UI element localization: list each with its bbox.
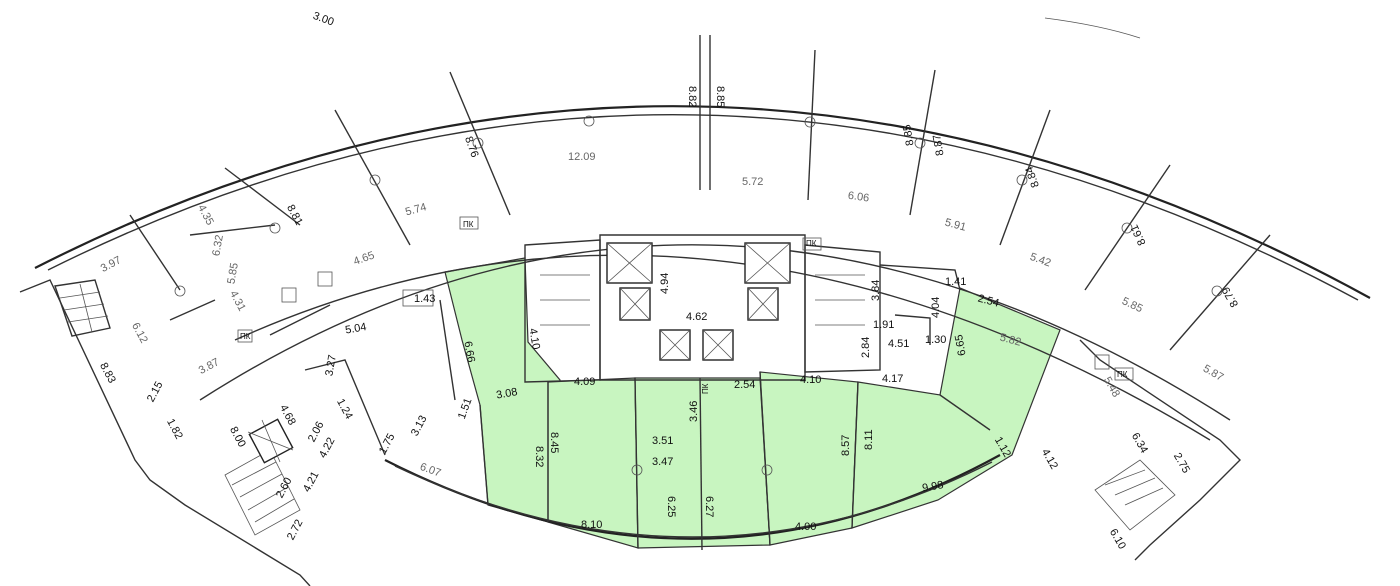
- pk-mark-2: ПК: [806, 239, 817, 248]
- dim-label: 8.85: [714, 86, 726, 107]
- dim-label: 2.54: [977, 293, 1001, 310]
- dim-label: 3.87: [197, 356, 222, 377]
- pk-mark-4: ПК: [1117, 370, 1128, 379]
- inner-partitions: [269, 264, 991, 551]
- left-wing-stair-box: [54, 279, 111, 337]
- dim-label: 2.72: [285, 518, 306, 543]
- dim-label: 6.27: [703, 496, 715, 517]
- outer-wall-arc-inner: [47, 113, 1359, 301]
- dim-label: 8.82: [686, 86, 698, 107]
- shafts: [237, 216, 1134, 381]
- dim-label: 3.84: [870, 280, 882, 301]
- dim-label: 1.51: [456, 397, 475, 421]
- dim-label: 4.21: [301, 470, 322, 495]
- outer-partitions: [129, 35, 1271, 351]
- dim-label: 5.85: [225, 262, 241, 285]
- right-wing-outline: [1079, 339, 1241, 561]
- dim-label: 5.91: [944, 217, 968, 234]
- dim-label: 5.85: [1120, 295, 1144, 315]
- dim-label: 1.91: [873, 319, 894, 331]
- dim-label: 4.62: [686, 311, 707, 323]
- columns: [174, 115, 1223, 476]
- dim-label: 1.41: [945, 276, 966, 288]
- dim-label: 6.06: [847, 190, 870, 205]
- core: [524, 234, 881, 383]
- dim-label: 9.98: [921, 479, 944, 495]
- dim-label: 4.10: [526, 327, 542, 350]
- dim-label: 3.51: [652, 435, 673, 447]
- dim-label: 8.45: [548, 432, 560, 453]
- dim-label: 4.65: [352, 249, 376, 268]
- inner-curve-bottom-2: [394, 461, 993, 538]
- dim-label: 8.11: [863, 429, 875, 450]
- dim-label: 1.43: [414, 293, 435, 305]
- dim-label: 12.09: [568, 151, 596, 163]
- dim-label: 6.10: [1107, 527, 1128, 552]
- right-lower-stair: [1094, 459, 1176, 531]
- unit-green-right[interactable]: [851, 287, 1061, 529]
- dim-label: 1.75: [377, 432, 398, 457]
- dim-label: 6.12: [129, 321, 150, 346]
- dim-label: 2.84: [860, 337, 872, 358]
- dim-label: 5.72: [742, 176, 763, 188]
- dim-label: 4.22: [317, 436, 338, 461]
- dim-label: 8.83: [97, 361, 118, 386]
- dim-label: 8.32: [533, 446, 545, 467]
- dim-label: 6.65: [953, 334, 969, 357]
- dim-label: 1.30: [925, 334, 946, 346]
- dim-label: 4.12: [1039, 447, 1060, 472]
- dim-label: 2.54: [734, 379, 755, 391]
- dim-label: 4.94: [659, 273, 671, 294]
- dim-label: 5.87: [1201, 363, 1226, 384]
- dim-label: 2.60: [274, 476, 295, 501]
- dim-label: 4.00: [795, 521, 816, 533]
- dim-label: 8.57: [840, 435, 852, 456]
- pk-mark-3: ПК: [240, 332, 251, 341]
- dim-label: 4.04: [930, 297, 942, 318]
- dim-label: 5.04: [344, 321, 367, 337]
- corridor-arc-inner: [234, 254, 1211, 441]
- dim-label: 8.00: [227, 425, 248, 450]
- dim-label: 3.47: [652, 456, 673, 468]
- dim-label: 8.85: [901, 124, 917, 147]
- dim-label: 3.00: [311, 10, 335, 29]
- dim-label: 8.10: [581, 519, 602, 531]
- dim-label: 6.34: [1129, 431, 1150, 456]
- top-right-curve: [1044, 17, 1141, 39]
- corridor-arc-outer: [199, 244, 1231, 421]
- dim-label: 4.51: [888, 338, 909, 350]
- dim-label: 3.46: [688, 401, 700, 422]
- elevator-left-x: [247, 419, 294, 463]
- dim-label: 3.08: [495, 386, 518, 402]
- dim-label: 4.17: [882, 373, 903, 385]
- dim-label: 8.87: [931, 134, 947, 157]
- dim-label: 3.27: [323, 354, 339, 377]
- dim-label: 3.13: [409, 414, 430, 439]
- dim-label: 3.97: [99, 254, 124, 275]
- pk-mark-1: ПК: [463, 220, 474, 229]
- dim-label: 6.32: [210, 234, 226, 257]
- outer-wall-arc: [34, 105, 1371, 299]
- left-wing-outline: [19, 279, 311, 586]
- dim-label: 2.15: [145, 380, 166, 405]
- dim-label: 2.75: [1171, 451, 1192, 476]
- dim-label: 5.42: [1028, 251, 1052, 270]
- dim-label: 4.31: [227, 289, 248, 314]
- dim-label: 4.35: [195, 203, 216, 228]
- dim-label: 5.82: [999, 332, 1023, 349]
- left-stair-lines: [59, 283, 109, 333]
- pk-mark-5: ПК: [701, 383, 710, 394]
- left-lower-stair: [224, 449, 301, 536]
- dim-label: 4.10: [800, 374, 821, 386]
- dim-label: 1.82: [164, 417, 185, 442]
- dim-label: 6.66: [461, 340, 477, 363]
- dim-label: 5.74: [404, 201, 428, 218]
- dim-label: 1.24: [334, 397, 355, 422]
- dim-label: 4.09: [574, 376, 595, 388]
- dim-label: 6.25: [665, 496, 677, 517]
